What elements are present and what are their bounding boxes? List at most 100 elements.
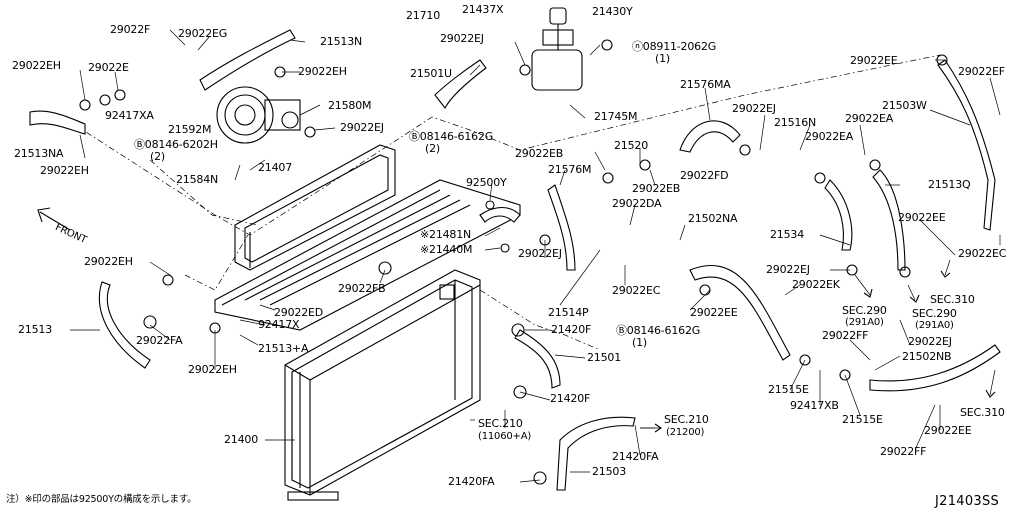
label-29022eb: 29022EB xyxy=(515,147,564,160)
label-29022ff-bottom: 29022FF xyxy=(880,445,927,458)
label-29022eh-t2: 29022EH xyxy=(298,65,347,78)
label-21420f-bottom: 21420F xyxy=(550,392,591,405)
label-92417xb: 92417XB xyxy=(790,399,839,412)
label-29022eh-l: 29022EH xyxy=(40,164,89,177)
footnote: 注）※印の部品は92500Yの構成を示します。 xyxy=(6,494,197,505)
label-21407: 21407 xyxy=(258,161,292,174)
label-21440m: ※21440M xyxy=(420,243,473,256)
label-21481n: ※21481N xyxy=(420,228,472,241)
label-21400: 21400 xyxy=(224,433,258,446)
label-29022fd: 29022FD xyxy=(680,169,729,182)
label-29022ej-mid: 29022EJ xyxy=(340,121,384,134)
label-92417x: 92417X xyxy=(258,318,300,331)
label-21502na: 21502NA xyxy=(688,212,738,225)
condenser xyxy=(234,144,396,271)
label-21576ma: 21576MA xyxy=(680,78,731,91)
label-21513a: 21513+A xyxy=(258,342,309,355)
label-29022ej-top: 29022EJ xyxy=(440,32,484,45)
sec-310-ref-b: SEC.310 xyxy=(960,406,1005,419)
label-29022ej-r: 29022EJ xyxy=(732,102,776,115)
label-29022ej-b: 29022EJ xyxy=(908,335,952,348)
label-21710: 21710 xyxy=(406,9,440,22)
label-29022eb-2: 29022EB xyxy=(632,182,681,195)
label-21520: 21520 xyxy=(614,139,648,152)
label-29022da: 29022DA xyxy=(612,197,662,210)
label-29022ee-b: 29022EE xyxy=(690,306,738,319)
label-21584n: 21584N xyxy=(176,173,219,186)
section-arrows xyxy=(470,259,996,433)
leader-lines xyxy=(70,29,1001,483)
label-21576m: 21576M xyxy=(548,163,592,176)
label-29022ee-tr: 29022EE xyxy=(850,54,898,67)
label-21513n: 21513N xyxy=(320,35,363,48)
label-21516n: 21516N xyxy=(774,116,817,129)
label-21420fa-mid: 21420FA xyxy=(612,450,659,463)
label-08911-2062g: ⓝ08911-2062G xyxy=(632,40,717,53)
front-arrow-icon xyxy=(37,207,71,231)
label-29022eh-ml: 29022EH xyxy=(84,255,133,268)
sec-210-ref-a-sub: (11060+A) xyxy=(478,431,532,442)
label-21513na: 21513NA xyxy=(14,147,64,160)
label-21420fa-bottom: 21420FA xyxy=(448,475,495,488)
label-08146-6202h: Ⓑ08146-6202H xyxy=(134,138,218,151)
label-21534: 21534 xyxy=(770,228,804,241)
label-29022ea: 29022EA xyxy=(845,112,894,125)
label-92417xa: 92417XA xyxy=(105,109,154,122)
sec-310-ref-a: SEC.310 xyxy=(930,293,975,306)
label-29022eh-b: 29022EH xyxy=(188,363,237,376)
assembly-outline xyxy=(74,54,941,236)
label-29022fb: 29022FB xyxy=(338,282,386,295)
label-29022ef: 29022EF xyxy=(958,65,1005,78)
label-21502nb: 21502NB xyxy=(902,350,952,363)
label-21430y: 21430Y xyxy=(592,5,633,18)
label-21580m: 21580M xyxy=(328,99,372,112)
label-29022eg: 29022EG xyxy=(178,27,228,40)
label-21514p: 21514P xyxy=(548,306,589,319)
label-08146-6162g-top: Ⓑ08146-6162G xyxy=(409,130,494,143)
label-29022ec-r: 29022EC xyxy=(958,247,1007,260)
label-21745m: 21745M xyxy=(594,110,638,123)
label-21503: 21503 xyxy=(592,465,626,478)
water-pump xyxy=(216,86,301,144)
label-29022eh-tl: 29022EH xyxy=(12,59,61,72)
diagram-code: J21403SS xyxy=(935,494,1000,509)
label-29022ec: 29022EC xyxy=(612,284,661,297)
sec-290-ref-b: SEC.290 xyxy=(912,307,957,320)
sec-210-ref-b: SEC.210 xyxy=(664,413,709,426)
label-08146-6202h-qty: (2) xyxy=(150,150,165,163)
label-29022ed: 29022ED xyxy=(274,306,324,319)
sec-290-ref-a-sub: (291A0) xyxy=(845,317,884,328)
label-21437x: 21437X xyxy=(462,3,504,16)
label-29022e: 29022E xyxy=(88,61,129,74)
label-29022ff-top: 29022FF xyxy=(822,329,869,342)
label-21513: 21513 xyxy=(18,323,52,336)
label-21420f-top: 21420F xyxy=(551,323,592,336)
label-29022ej-l: 29022EJ xyxy=(518,247,562,260)
label-29022ek: 29022EK xyxy=(792,278,840,291)
label-29022ea-2: 29022EA xyxy=(805,130,854,143)
sec-290-ref-a: SEC.290 xyxy=(842,304,887,317)
label-08146-6162g-top-qty: (2) xyxy=(425,142,440,155)
label-29022ee-r: 29022EE xyxy=(898,211,946,224)
reservoir-tank xyxy=(531,7,583,91)
label-21503w: 21503W xyxy=(882,99,927,112)
label-08911-qty: (1) xyxy=(655,52,670,65)
label-21513q: 21513Q xyxy=(928,178,971,191)
label-21501u: 21501U xyxy=(410,67,452,80)
label-29022ee-br: 29022EE xyxy=(924,424,972,437)
label-21501: 21501 xyxy=(587,351,621,364)
label-29022ej-m: 29022EJ xyxy=(766,263,810,276)
label-21592m: 21592M xyxy=(168,123,212,136)
sec-210-ref-a: SEC.210 xyxy=(478,417,523,430)
label-08146-6162g-bottom: Ⓑ08146-6162G xyxy=(616,324,701,337)
label-08146-6162g-bottom-qty: (1) xyxy=(632,336,647,349)
label-29022f: 29022F xyxy=(110,23,151,36)
label-92500y: 92500Y xyxy=(466,176,507,189)
radiator xyxy=(284,269,481,501)
fan-shroud-rails xyxy=(214,179,521,331)
label-21515e-l: 21515E xyxy=(768,383,809,396)
label-29022fa: 29022FA xyxy=(136,334,183,347)
label-21515e-r: 21515E xyxy=(842,413,883,426)
